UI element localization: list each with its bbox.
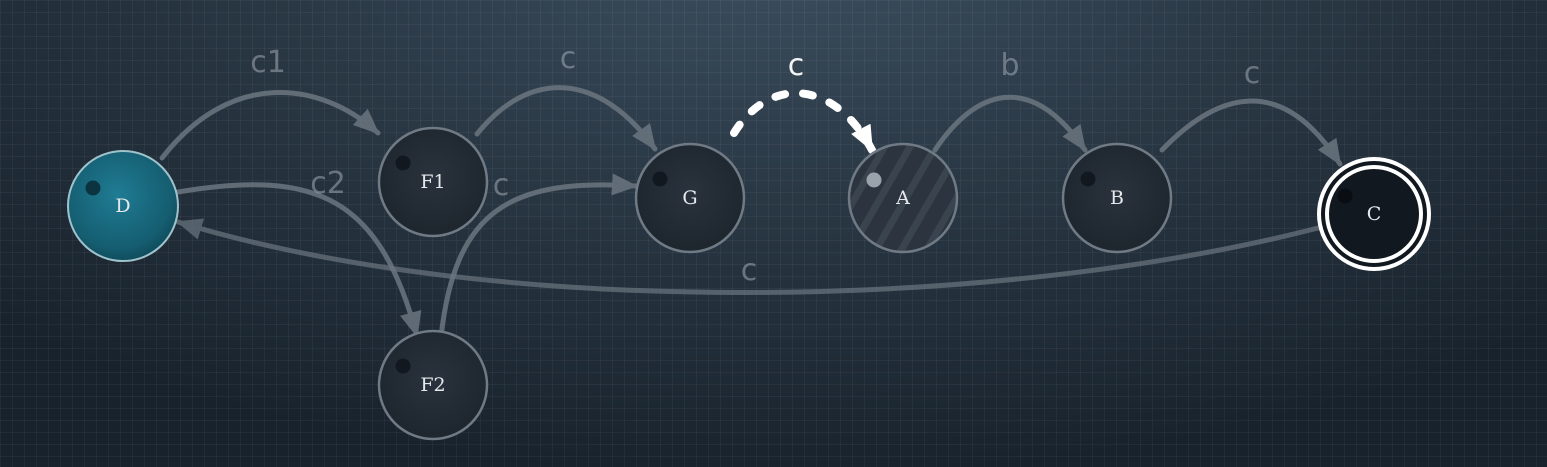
- node-b-dot: [1080, 171, 1096, 187]
- node-g-dot: [652, 171, 668, 187]
- edge-label-b-c: c: [1244, 56, 1261, 91]
- node-a-label: A: [895, 187, 910, 209]
- node-a-dot: [866, 172, 882, 188]
- node-b-label: B: [1110, 187, 1124, 209]
- node-f2[interactable]: F2: [377, 329, 489, 441]
- edge-label-a-b: b: [1000, 48, 1019, 83]
- edge-label-f1-g: c: [560, 41, 577, 76]
- edge-f2-g[interactable]: c: [438, 168, 639, 340]
- node-f1[interactable]: F1: [377, 126, 489, 238]
- edge-a-b[interactable]: b: [932, 48, 1088, 153]
- node-d[interactable]: D: [67, 150, 179, 262]
- node-d-label: D: [115, 195, 130, 217]
- node-g-label: G: [682, 187, 697, 209]
- edge-d-f1[interactable]: c1: [159, 45, 381, 161]
- edge-label-d-f2: c2: [310, 166, 346, 201]
- node-c[interactable]: C: [1317, 157, 1431, 271]
- edge-label-f2-g: c: [493, 168, 510, 203]
- edge-d-f2[interactable]: c2: [175, 166, 422, 339]
- edge-label-g-a: c: [788, 48, 805, 83]
- edge-g-a[interactable]: c: [730, 48, 876, 154]
- edge-label-c-d: c: [741, 253, 758, 288]
- edge-b-c[interactable]: c: [1159, 56, 1343, 167]
- edge-f1-g[interactable]: c: [474, 41, 658, 152]
- node-f2-dot: [395, 358, 411, 374]
- edge-c-d[interactable]: c: [175, 218, 1321, 295]
- node-f2-label: F2: [420, 374, 445, 396]
- node-c-label: C: [1367, 203, 1382, 225]
- node-g[interactable]: G: [634, 142, 746, 254]
- node-d-dot: [85, 180, 101, 196]
- node-b[interactable]: B: [1061, 142, 1173, 254]
- node-f1-dot: [395, 155, 411, 171]
- node-c-dot: [1337, 188, 1353, 204]
- edge-label-d-f1: c1: [250, 45, 286, 80]
- node-f1-label: F1: [420, 171, 445, 193]
- node-a[interactable]: A: [847, 142, 959, 254]
